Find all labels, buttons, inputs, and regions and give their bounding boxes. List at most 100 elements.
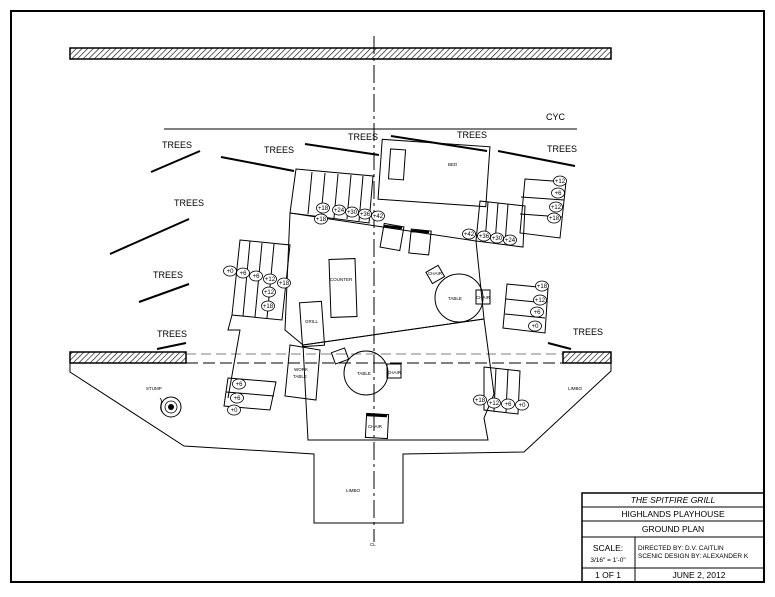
title-block — [581, 492, 765, 583]
counter-label: COUNTER — [330, 277, 353, 282]
height-marker — [533, 294, 547, 306]
height-marker — [528, 320, 542, 332]
scale-value: 3/16" = 1'-0" — [590, 557, 626, 564]
height-marker-label: +6 — [534, 310, 542, 316]
chair-label: CHAIR — [476, 295, 491, 300]
trees-label: TREES — [157, 329, 187, 339]
counter — [328, 258, 358, 318]
height-marker-label: +36 — [479, 234, 490, 240]
height-marker — [263, 273, 277, 285]
grill — [298, 300, 326, 348]
designer-credit: SCENIC DESIGN BY: ALEXANDER K — [638, 553, 749, 560]
height-marker — [261, 300, 275, 312]
work-table-label: WORK — [294, 367, 308, 372]
height-markers: +18+24+30+36+42+18+42+36+30+24+12+6+12+1… — [223, 175, 567, 416]
height-marker — [236, 267, 250, 279]
height-marker — [358, 208, 372, 220]
height-marker — [487, 397, 501, 409]
height-marker — [314, 213, 328, 225]
height-marker — [535, 280, 549, 292]
cyc-label: CYC — [546, 112, 566, 122]
sheet-border — [10, 10, 765, 583]
tree-drops — [109, 135, 576, 350]
chair — [364, 412, 390, 440]
trees-label: TREES — [162, 140, 192, 150]
height-marker-label: +30 — [492, 236, 503, 242]
trees-label: TREES — [153, 270, 183, 280]
sheet-date: JUNE 2, 2012 — [673, 570, 726, 580]
proscenium-wall-left — [69, 351, 187, 364]
height-marker — [551, 187, 565, 199]
chair — [386, 363, 402, 379]
height-marker — [277, 277, 291, 289]
height-marker-label: +36 — [360, 212, 371, 218]
height-marker — [232, 378, 246, 390]
trees-label: TREES — [547, 144, 577, 154]
limbo-label: LIMBO — [346, 488, 361, 493]
height-marker-label: +24 — [334, 208, 345, 214]
work-table-label: TABLE — [293, 374, 307, 379]
height-marker-label: +18 — [549, 216, 560, 222]
chair — [425, 264, 446, 285]
height-marker-label: +0 — [519, 403, 527, 409]
height-marker-label: +6 — [234, 396, 242, 402]
title-plan: GROUND PLAN — [642, 524, 704, 534]
height-marker — [477, 230, 491, 242]
height-marker — [547, 212, 561, 224]
height-marker — [223, 265, 237, 277]
height-marker — [316, 202, 330, 214]
centerline-label: CL — [370, 542, 376, 547]
height-marker — [530, 306, 544, 318]
height-marker-label: +18 — [475, 398, 486, 404]
round-table-right — [434, 273, 484, 323]
director-credit: DIRECTED BY: D.V. CAITLIN — [638, 545, 724, 552]
height-marker-label: +24 — [505, 238, 516, 244]
height-marker-label: +0 — [231, 408, 239, 414]
height-marker — [371, 210, 385, 222]
trees-label: TREES — [264, 145, 294, 155]
table-label: TABLE — [448, 296, 462, 301]
height-marker — [230, 392, 244, 404]
height-marker — [503, 234, 517, 246]
height-marker — [490, 232, 504, 244]
height-marker — [553, 175, 567, 187]
chair-label: CHAIR — [387, 370, 402, 375]
height-marker — [262, 286, 276, 298]
chair — [330, 347, 350, 365]
height-marker — [473, 394, 487, 406]
trees-label: TREES — [348, 132, 378, 142]
height-marker-label: +18 — [316, 217, 327, 223]
chair-label: CHAIR — [368, 424, 383, 429]
height-marker-label: +18 — [537, 284, 548, 290]
trees-label: TREES — [174, 198, 204, 208]
height-marker-label: +12 — [489, 401, 500, 407]
height-marker-label: +42 — [373, 214, 384, 220]
height-marker-label: +12 — [551, 205, 562, 211]
trees-label: TREES — [573, 327, 603, 337]
table-label: TABLE — [357, 371, 371, 376]
height-marker-label: +6 — [236, 382, 244, 388]
height-marker-label: +30 — [347, 210, 358, 216]
title-venue: HIGHLANDS PLAYHOUSE — [621, 509, 725, 519]
height-marker-label: +0 — [227, 269, 235, 275]
height-marker-label: +12 — [535, 298, 546, 304]
height-marker-label: +0 — [532, 324, 540, 330]
limbo-label: LIMBO — [568, 386, 583, 391]
height-marker-label: +12 — [555, 179, 566, 185]
sheet-number: 1 OF 1 — [595, 570, 621, 580]
height-marker-label: +18 — [318, 206, 329, 212]
chair — [475, 289, 491, 305]
height-marker — [345, 206, 359, 218]
round-table-center — [343, 350, 389, 396]
height-marker-label: +6 — [555, 191, 563, 197]
title-show: THE SPITFIRE GRILL — [631, 495, 716, 505]
height-marker — [501, 398, 515, 410]
height-marker-label: +12 — [264, 290, 275, 296]
height-marker-label: +6 — [240, 271, 248, 277]
height-marker-label: +42 — [464, 232, 475, 238]
height-marker — [332, 204, 346, 216]
height-marker — [462, 228, 476, 240]
proscenium-wall-right — [562, 351, 612, 364]
height-marker — [515, 399, 529, 411]
trees-label: TREES — [457, 130, 487, 140]
